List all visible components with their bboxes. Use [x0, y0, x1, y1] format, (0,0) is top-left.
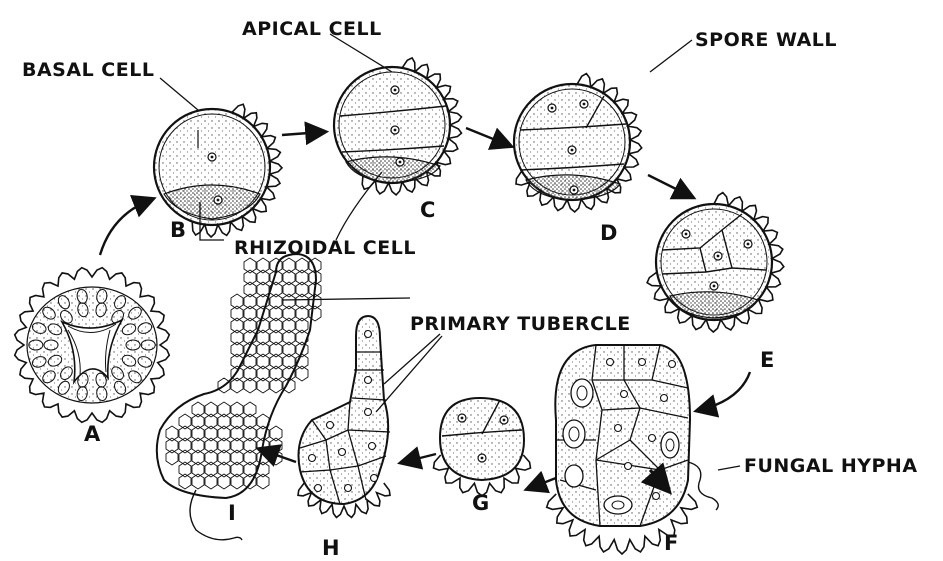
- label-basal-cell: BASAL CELL: [22, 59, 154, 81]
- stage-g: [434, 398, 531, 496]
- stage-label-i: I: [228, 501, 236, 525]
- label-fungal-hypha: FUNGAL HYPHA: [744, 455, 918, 477]
- leader-primary-tubercle-1: [384, 334, 440, 384]
- arrow-g-to-h: [404, 454, 436, 462]
- arrow-d-to-e: [648, 175, 690, 196]
- label-primary-tubercle: PRIMARY TUBERCLE: [410, 313, 631, 335]
- stage-i: [157, 254, 321, 540]
- leader-basal-cell: [160, 78, 198, 110]
- label-rhizoidal-cell: RHIZOIDAL CELL: [234, 237, 416, 259]
- arrow-f-to-g: [530, 478, 556, 488]
- arrow-e-to-f: [700, 372, 750, 410]
- stage-label-b: B: [170, 218, 186, 242]
- stage-label-h: H: [322, 536, 340, 560]
- arrow-a-to-b: [100, 200, 150, 255]
- stage-h: [298, 316, 390, 518]
- leader-primary-tubercle-2: [376, 336, 442, 412]
- spore-e: [647, 193, 784, 332]
- stage-label-f: F: [664, 531, 678, 555]
- label-spore-wall: SPORE WALL: [695, 29, 837, 51]
- label-apical-cell: APICAL CELL: [242, 18, 382, 40]
- stage-label-d: D: [600, 221, 617, 245]
- spore-c: [334, 58, 462, 195]
- stage-f-prothallus: [547, 345, 719, 554]
- stage-label-a: A: [84, 422, 101, 446]
- arrow-b-to-c: [282, 132, 322, 135]
- leader-fungal-hypha: [718, 466, 740, 470]
- stage-label-e: E: [760, 348, 774, 372]
- spore-a: [15, 268, 170, 423]
- spore-d: [514, 74, 642, 212]
- leader-spore-wall: [650, 40, 692, 72]
- arrow-c-to-d: [466, 128, 508, 145]
- stage-label-c: C: [420, 198, 435, 222]
- stage-label-g: G: [472, 491, 489, 515]
